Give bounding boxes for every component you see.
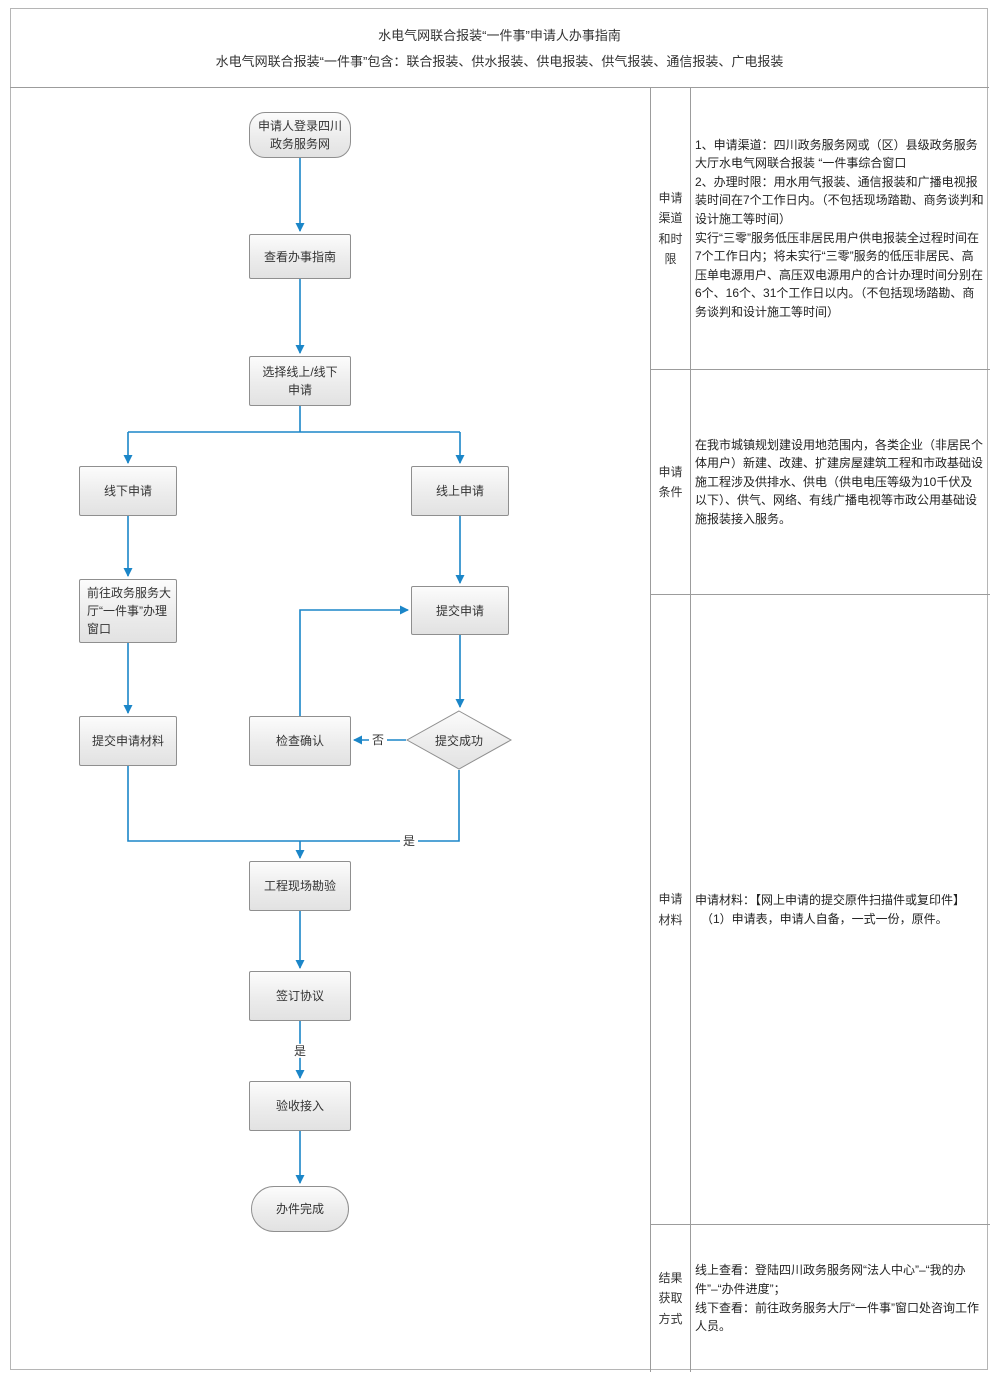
flow-node-submit-materials: 提交申请材料 (79, 716, 177, 766)
row-content-materials: 申请材料：【网上申请的提交原件扫描件或复印件】 （1）申请表，申请人自备，一式一… (695, 892, 966, 926)
table-row-results: 结果获取方式 线上查看：登陆四川政务服务网“法人中心”–“我的办件”–“办件进度… (651, 1225, 990, 1372)
flow-node-check-confirm: 检查确认 (249, 716, 351, 766)
flow-node-online-apply: 线上申请 (411, 466, 509, 516)
page-title: 水电气网联合报装“一件事”申请人办事指南 (378, 28, 621, 43)
flow-node-choose-channel: 选择线上/线下 申请 (249, 356, 351, 406)
edge-label-no: 否 (368, 732, 388, 748)
diamond-shape (406, 710, 512, 770)
flow-node-offline-apply: 线下申请 (79, 466, 177, 516)
page-frame (10, 8, 988, 1370)
row-label-results: 结果获取方式 (651, 1225, 691, 1372)
row-label-channel-and-time: 申请渠道和时限 (651, 88, 691, 369)
page-header: 水电气网联合报装“一件事”申请人办事指南 水电气网联合报装“一件事”包含：联合报… (10, 8, 989, 88)
edge-label-yes-merge: 是 (399, 833, 419, 849)
flow-node-sign-agreement: 签订协议 (249, 971, 351, 1021)
flow-node-done: 办件完成 (251, 1186, 349, 1232)
flow-node-label: 提交成功 (434, 733, 483, 748)
edge-label-yes-sign: 是 (290, 1043, 310, 1059)
row-content-channel-and-time: 1、申请渠道：四川政务服务网或（区）县级政务服务大厅水电气网联合报装 “一件事综… (695, 137, 984, 319)
row-label-materials: 申请材料 (651, 595, 691, 1224)
flow-node-acceptance: 验收接入 (249, 1081, 351, 1131)
row-content-conditions: 在我市城镇规划建设用地范围内，各类企业（非居民个体用户）新建、改建、扩建房屋建筑… (695, 437, 984, 526)
flow-node-submit-success: 提交成功 (406, 710, 512, 770)
table-row-materials: 申请材料 申请材料：【网上申请的提交原件扫描件或复印件】 （1）申请表，申请人自… (651, 595, 990, 1225)
row-label-conditions: 申请条件 (651, 370, 691, 594)
row-content-results: 线上查看：登陆四川政务服务网“法人中心”–“我的办件”–“办件进度”； 线下查看… (695, 1263, 979, 1334)
page-subtitle: 水电气网联合报装“一件事”包含：联合报装、供水报装、供电报装、供气报装、通信报装… (215, 54, 784, 69)
table-row-channel-and-time: 申请渠道和时限 1、申请渠道：四川政务服务网或（区）县级政务服务大厅水电气网联合… (651, 88, 990, 370)
flow-node-site-survey: 工程现场勘验 (249, 861, 351, 911)
info-table: 申请渠道和时限 1、申请渠道：四川政务服务网或（区）县级政务服务大厅水电气网联合… (650, 88, 990, 1372)
table-row-conditions: 申请条件 在我市城镇规划建设用地范围内，各类企业（非居民个体用户）新建、改建、扩… (651, 370, 990, 595)
flow-node-start: 申请人登录四川 政务服务网 (249, 112, 351, 158)
flow-node-submit-application: 提交申请 (411, 586, 509, 635)
flow-node-view-guide: 查看办事指南 (249, 234, 351, 279)
flow-node-go-service-hall: 前往政务服务大 厅“一件事”办理 窗口 (79, 579, 177, 643)
